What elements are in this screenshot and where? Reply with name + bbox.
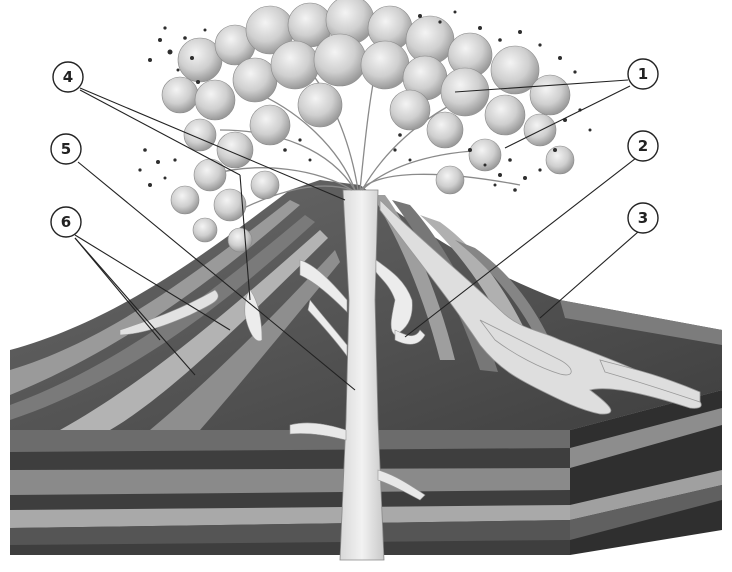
svg-text:2: 2 bbox=[638, 137, 648, 155]
callout-4: 4 bbox=[53, 62, 83, 92]
svg-text:6: 6 bbox=[61, 213, 71, 231]
svg-text:4: 4 bbox=[63, 68, 73, 86]
svg-text:3: 3 bbox=[638, 209, 648, 227]
callout-3: 3 bbox=[628, 203, 658, 233]
callout-1: 1 bbox=[628, 59, 658, 89]
callout-6: 6 bbox=[51, 207, 81, 237]
svg-text:5: 5 bbox=[61, 140, 71, 158]
svg-text:1: 1 bbox=[638, 65, 648, 83]
callout-5: 5 bbox=[51, 134, 81, 164]
callout-2: 2 bbox=[628, 131, 658, 161]
